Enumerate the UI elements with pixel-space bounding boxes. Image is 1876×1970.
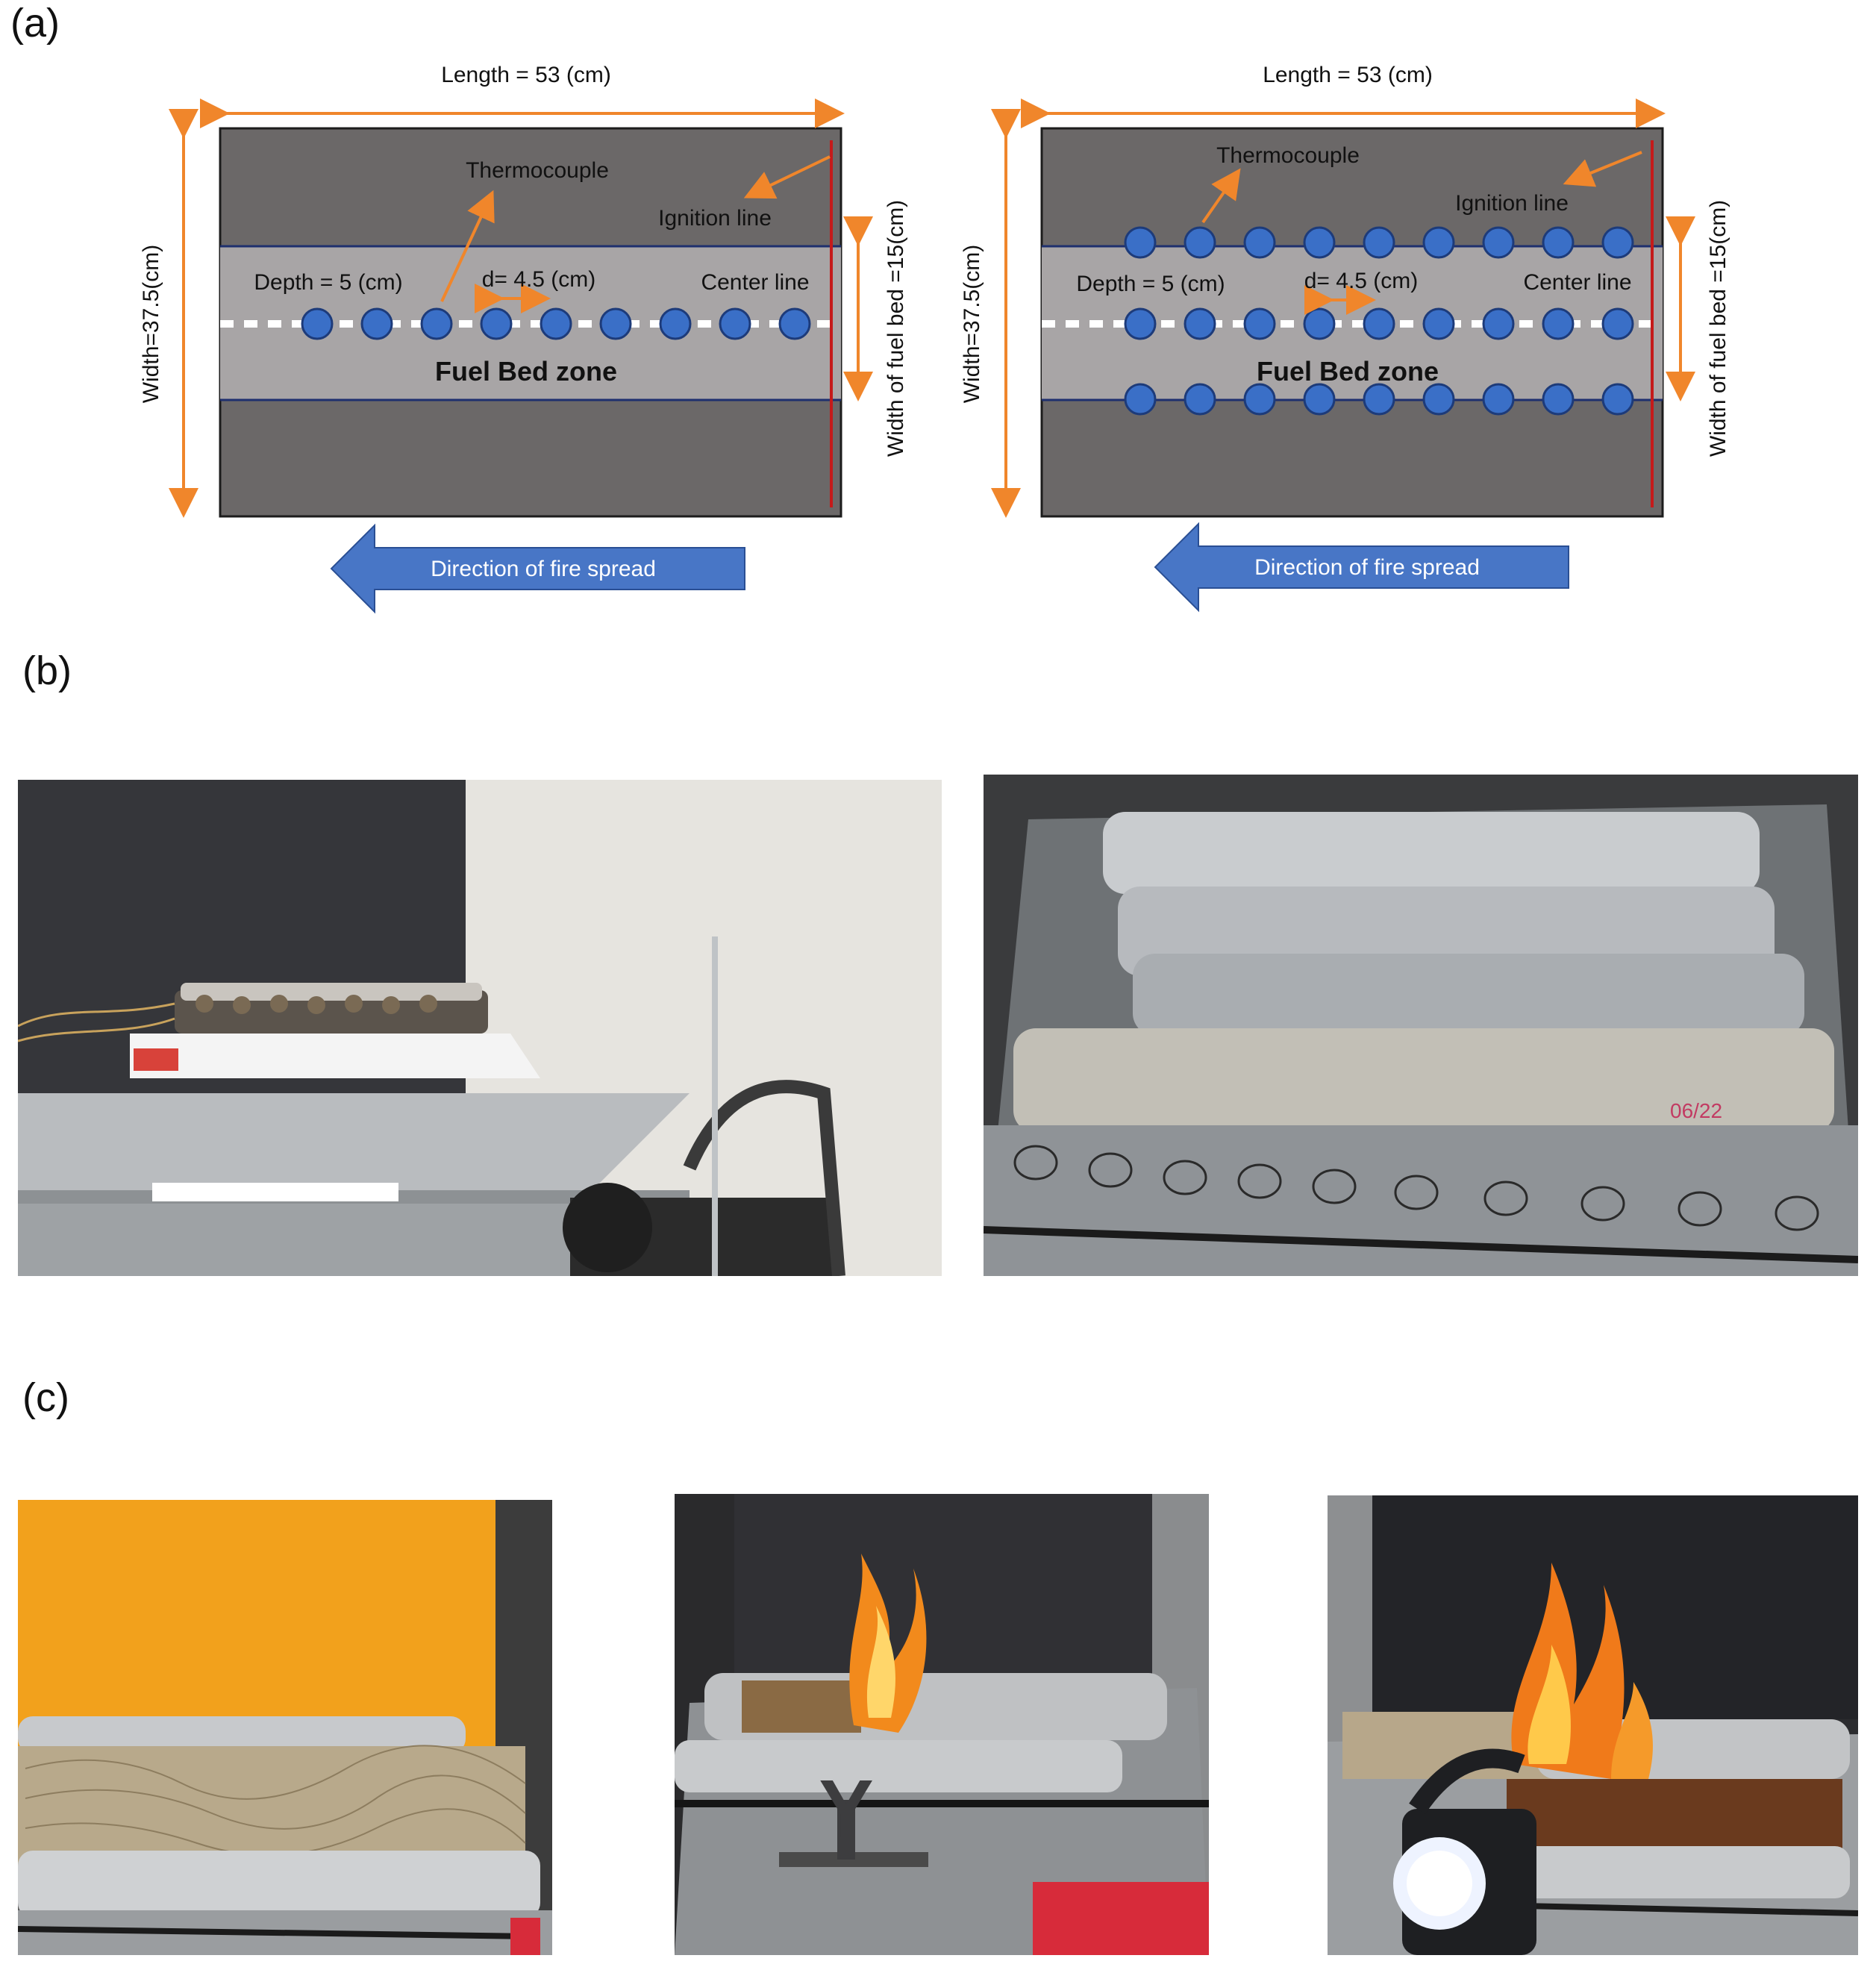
thermocouple-marker [1303,307,1336,340]
thermocouple-marker [719,307,751,340]
thermocouple-marker [1422,307,1455,340]
center-line-label: Center line [1523,270,1631,295]
thermocouple-row [301,307,811,340]
thermocouple-marker [1422,226,1455,259]
length-label: Length = 53 (cm) [1263,63,1433,87]
y-marker: Y [819,1763,873,1855]
panel-label-b: (b) [22,648,72,693]
thermocouple-marker [1542,307,1575,340]
panel-label-c: (c) [22,1375,69,1420]
thermocouple-pointer [1201,168,1241,224]
direction-label: Direction of fire spread [1254,555,1480,580]
thermocouple-marker [1363,383,1395,416]
depth-label: Depth = 5 (cm) [254,270,402,295]
thermocouple-marker [599,307,632,340]
thermocouple-marker [1124,383,1157,416]
fuel-bed-zone-label: Fuel Bed zone [435,356,617,387]
thermocouple-marker [1243,383,1276,416]
width-label: Width=37.5(cm) [960,245,984,404]
thermocouple-marker [1184,307,1216,340]
thermocouple-marker [1482,307,1515,340]
thermocouple-marker [301,307,334,340]
right-schematic: Length = 53 (cm) Width=37.5(cm) Width of… [960,63,1730,613]
photo-burning-bed-lantern [1328,1495,1858,1955]
thermocouple-marker [480,307,513,340]
thermocouple-marker [1243,226,1276,259]
thermocouple-marker [1184,383,1216,416]
direction-arrow [330,523,745,614]
thermocouple-marker [1303,383,1336,416]
thermocouple-pointer [440,190,495,302]
thermocouple-marker [360,307,393,340]
thermocouple-marker [1184,226,1216,259]
thermocouple-marker [1542,383,1575,416]
spacing-label: d= 4.5 (cm) [482,267,596,292]
thermocouple-marker [1363,307,1395,340]
direction-arrow [1154,522,1569,613]
thermocouple-marker [1422,383,1455,416]
thermocouple-marker [1303,226,1336,259]
thermocouple-marker [1542,226,1575,259]
panel-label-a: (a) [10,1,60,46]
thermocouple-marker [1482,383,1515,416]
thermocouple-marker [1124,307,1157,340]
photo-setup-overview [18,780,942,1276]
fuel-width-label: Width of fuel bed =15(cm) [884,200,908,457]
center-line-label: Center line [701,270,809,295]
thermocouple-marker [1124,226,1157,259]
ignition-label: Ignition line [1455,191,1569,216]
photo-foil-fuel-bed: 06/22 [984,775,1858,1276]
thermocouple-label: Thermocouple [1216,143,1360,168]
left-schematic: Length = 53 (cm) Width=37.5(cm) Width of… [139,63,908,614]
fuel-bed-schematics: Length = 53 (cm) Width=37.5(cm) Width of… [139,63,1730,614]
ignition-pointer [1563,151,1642,187]
thermocouple-marker [1601,383,1634,416]
thermocouple-marker [659,307,692,340]
thermocouple-rows [1124,226,1634,416]
thermocouple-marker [1601,307,1634,340]
thermocouple-marker [1243,307,1276,340]
direction-label: Direction of fire spread [431,557,656,581]
thermocouple-marker [540,307,572,340]
photo-unburned-bed [18,1500,552,1955]
fuel-bed-zone-label: Fuel Bed zone [1257,356,1439,387]
photo-burning-bed: Y [675,1494,1209,1955]
fuel-width-label: Width of fuel bed =15(cm) [1706,200,1730,457]
thermocouple-marker [420,307,453,340]
thermocouple-marker [1482,226,1515,259]
thermocouple-marker [1363,226,1395,259]
foil-marking: 06/22 [1670,1099,1722,1122]
ignition-pointer [743,155,831,199]
spacing-label: d= 4.5 (cm) [1304,269,1419,293]
thermocouple-marker [778,307,811,340]
width-label: Width=37.5(cm) [139,245,163,404]
thermocouple-label: Thermocouple [466,158,609,183]
length-label: Length = 53 (cm) [441,63,611,87]
depth-label: Depth = 5 (cm) [1076,272,1225,296]
thermocouple-marker [1601,226,1634,259]
ignition-label: Ignition line [658,206,772,231]
